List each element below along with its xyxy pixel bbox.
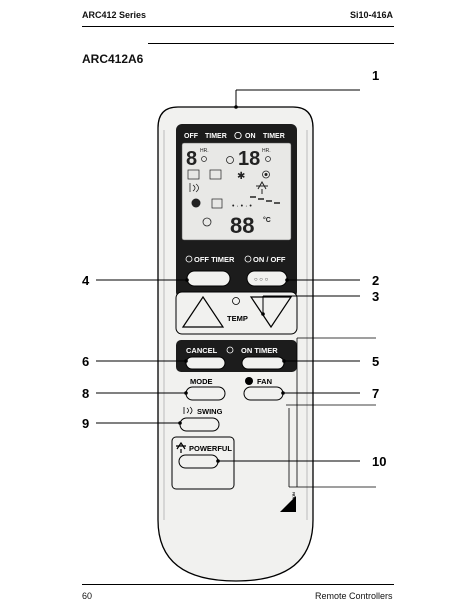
lcd-ring-icon bbox=[226, 156, 234, 164]
lcd-hr-label-2: HR. bbox=[262, 148, 271, 154]
lcd-fan-speed-dots: • · • · • bbox=[232, 203, 252, 210]
remote-edge bbox=[163, 130, 308, 520]
lcd-temp-digits: 88 bbox=[230, 213, 254, 238]
dry-mode-icon bbox=[209, 169, 222, 180]
header-series: ARC412 Series bbox=[82, 10, 147, 20]
mode-label: MODE bbox=[190, 377, 213, 386]
fan-icon bbox=[245, 377, 253, 385]
swing-label: SWING bbox=[197, 407, 223, 416]
callout-6: 6 bbox=[82, 354, 89, 369]
auto-mode-icon bbox=[187, 169, 200, 180]
lcd-celsius-label: °C bbox=[263, 216, 271, 224]
lcd-airflow-bars bbox=[250, 196, 280, 204]
lcd-screen bbox=[181, 142, 292, 241]
powerful-icon bbox=[176, 441, 186, 453]
lcd-fan-icon bbox=[191, 198, 201, 208]
page-title: ARC412A6 bbox=[82, 52, 144, 66]
fan-label: FAN bbox=[257, 377, 272, 386]
on-timer-label: ON TIMER bbox=[241, 346, 278, 355]
powerful-button[interactable] bbox=[178, 454, 219, 469]
callout-3: 3 bbox=[372, 289, 379, 304]
header-rule bbox=[82, 26, 394, 27]
powerful-frame bbox=[171, 436, 235, 490]
callout-4: 4 bbox=[82, 273, 90, 288]
lcd-timer-label-1: TIMER bbox=[205, 133, 227, 140]
swing-button[interactable] bbox=[179, 417, 220, 432]
brand-logo-text: DAIKIN bbox=[291, 492, 296, 506]
lcd-thermometer-icon bbox=[202, 217, 212, 227]
off-timer-clock-icon bbox=[185, 255, 193, 263]
off-timer-label: OFF TIMER bbox=[194, 255, 235, 264]
cancel-label: CANCEL bbox=[186, 346, 218, 355]
lcd-hours-digit-1: 8 bbox=[186, 148, 197, 170]
off-timer-button[interactable] bbox=[186, 270, 231, 287]
lcd-swing-icon bbox=[189, 183, 199, 193]
callout-endpoints bbox=[178, 105, 289, 463]
lcd-hr-label-1: HR. bbox=[200, 148, 209, 154]
cool-mode-icon: ✱ bbox=[237, 171, 245, 182]
callout-5: 5 bbox=[372, 354, 379, 369]
temp-label: TEMP bbox=[227, 314, 248, 323]
mode-button[interactable] bbox=[185, 386, 226, 401]
on-off-button-dots: ○ ○ ○ bbox=[254, 277, 269, 283]
header-doc-id: Si10-416A bbox=[350, 10, 394, 20]
powerful-label: POWERFUL bbox=[189, 444, 232, 453]
on-timer-button[interactable] bbox=[241, 356, 285, 370]
lcd-off-label: OFF bbox=[184, 133, 199, 140]
temp-thermometer-icon bbox=[232, 297, 240, 305]
lcd-fan-auto-icon bbox=[211, 198, 223, 209]
swing-icon bbox=[183, 406, 193, 415]
temp-down-button[interactable] bbox=[249, 296, 293, 329]
cancel-button[interactable] bbox=[185, 356, 226, 370]
cover-lines bbox=[288, 337, 376, 488]
on-timer-clock-icon bbox=[226, 346, 234, 354]
callout-9: 9 bbox=[82, 416, 89, 431]
power-icon bbox=[244, 255, 252, 263]
temp-up-button[interactable] bbox=[181, 295, 225, 328]
lcd-timer-label-2: TIMER bbox=[263, 133, 285, 140]
lcd-on-label: ON bbox=[245, 133, 256, 140]
callout-1: 1 bbox=[372, 68, 379, 83]
callout-2: 2 bbox=[372, 273, 379, 288]
callout-7: 7 bbox=[372, 386, 379, 401]
callout-8: 8 bbox=[82, 386, 89, 401]
callout-leaders bbox=[96, 89, 360, 462]
footer-page-number: 60 bbox=[82, 591, 93, 601]
footer-rule bbox=[82, 584, 394, 585]
clock-icon bbox=[234, 131, 242, 140]
lcd-powerful-icon bbox=[256, 180, 268, 194]
on-off-label: ON / OFF bbox=[253, 255, 286, 264]
title-rule bbox=[148, 43, 394, 44]
lcd-clock-icon-2 bbox=[265, 156, 271, 162]
lcd-hours-digit-2: 18 bbox=[238, 148, 260, 170]
fan-button[interactable] bbox=[243, 386, 284, 401]
heat-mode-icon-dot bbox=[264, 173, 268, 176]
daikin-logo-mark bbox=[280, 496, 296, 512]
callout-10: 10 bbox=[372, 454, 386, 469]
heat-mode-icon bbox=[262, 170, 270, 179]
footer-section: Remote Controllers bbox=[315, 591, 393, 601]
lcd-clock-icon-1 bbox=[201, 156, 207, 162]
